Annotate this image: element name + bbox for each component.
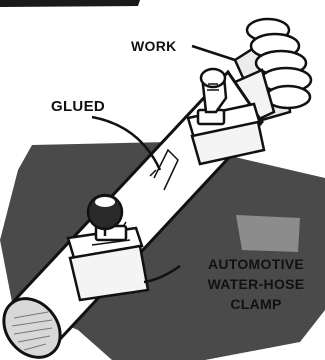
- work-leader: [192, 46, 235, 60]
- heading-remnant: [0, 0, 140, 7]
- clamp-label-line-1: AUTOMOTIVE: [181, 254, 325, 274]
- workbench-highlight: [236, 215, 300, 252]
- clamp-label-line-3: CLAMP: [181, 294, 325, 314]
- work-label: WORK: [131, 38, 177, 54]
- clamp-label-line-2: WATER-HOSE: [181, 274, 325, 294]
- clamp-label: AUTOMOTIVE WATER-HOSE CLAMP: [181, 254, 325, 314]
- glued-label: GLUED: [51, 98, 105, 115]
